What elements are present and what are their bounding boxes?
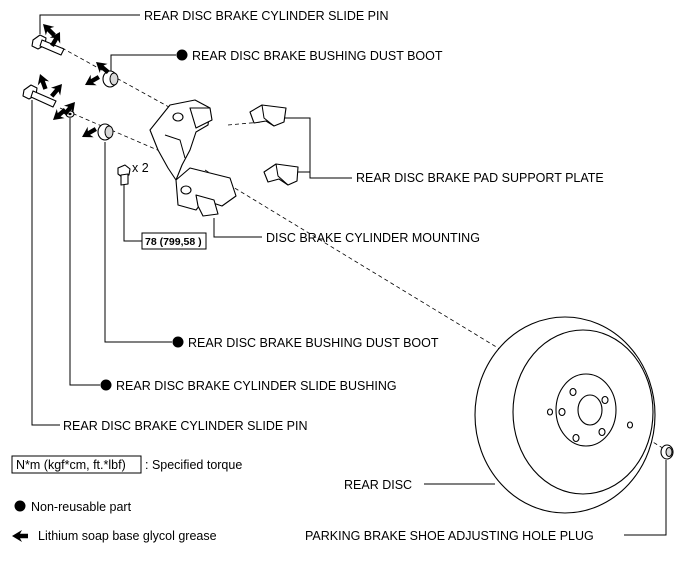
legend-torque-box [11,455,142,474]
slide-pin-top [31,34,65,56]
pad-support-plate-upper [249,104,287,127]
leader-lines [31,14,667,536]
dust-boot-lower [97,123,114,141]
cylinder-mounting-bracket [149,99,237,217]
mounting-bolt [117,164,131,186]
grease-arrow-icon [47,80,67,101]
torque-value: 78 (799,58 ) [145,236,202,248]
legend-torque-text: : Specified torque [145,458,242,472]
label-hole-plug: PARKING BRAKE SHOE ADJUSTING HOLE PLUG [305,529,594,543]
label-slide-pin-lower: REAR DISC BRAKE CYLINDER SLIDE PIN [63,419,308,433]
legend-torque-box-text: N*m (kgf*cm, ft.*lbf) [16,458,126,472]
label-dust-boot-lower: REAR DISC BRAKE BUSHING DUST BOOT [188,336,439,350]
non-reusable-icon [100,379,112,391]
label-cylinder-mounting: DISC BRAKE CYLINDER MOUNTING [266,231,480,245]
grease-arrow-icon [79,123,99,143]
dust-boot-top [102,70,119,88]
pad-support-plate-lower [263,163,299,186]
label-pad-support-plate: REAR DISC BRAKE PAD SUPPORT PLATE [356,171,604,185]
label-rear-disc: REAR DISC [344,478,412,492]
grease-arrow-icon [82,71,102,91]
non-reusable-icon [172,336,184,348]
slide-pin-lower [22,84,57,108]
label-dust-boot-top: REAR DISC BRAKE BUSHING DUST BOOT [192,49,443,63]
torque-multiplier: x 2 [132,161,149,175]
torque-box [141,232,207,250]
hole-plug [660,444,674,460]
legend-grease-arrow-icon [12,530,28,542]
legend-non-reusable-icon [14,500,26,512]
legend: N*m (kgf*cm, ft.*lbf) : Specified torque… [11,455,242,543]
legend-non-reusable-text: Non-reusable part [31,500,132,514]
non-reusable-icon [176,49,188,61]
label-slide-pin-top: REAR DISC BRAKE CYLINDER SLIDE PIN [144,9,389,23]
legend-grease-text: Lithium soap base glycol grease [38,529,217,543]
label-slide-bushing: REAR DISC BRAKE CYLINDER SLIDE BUSHING [116,379,397,393]
rear-disc [474,316,656,514]
